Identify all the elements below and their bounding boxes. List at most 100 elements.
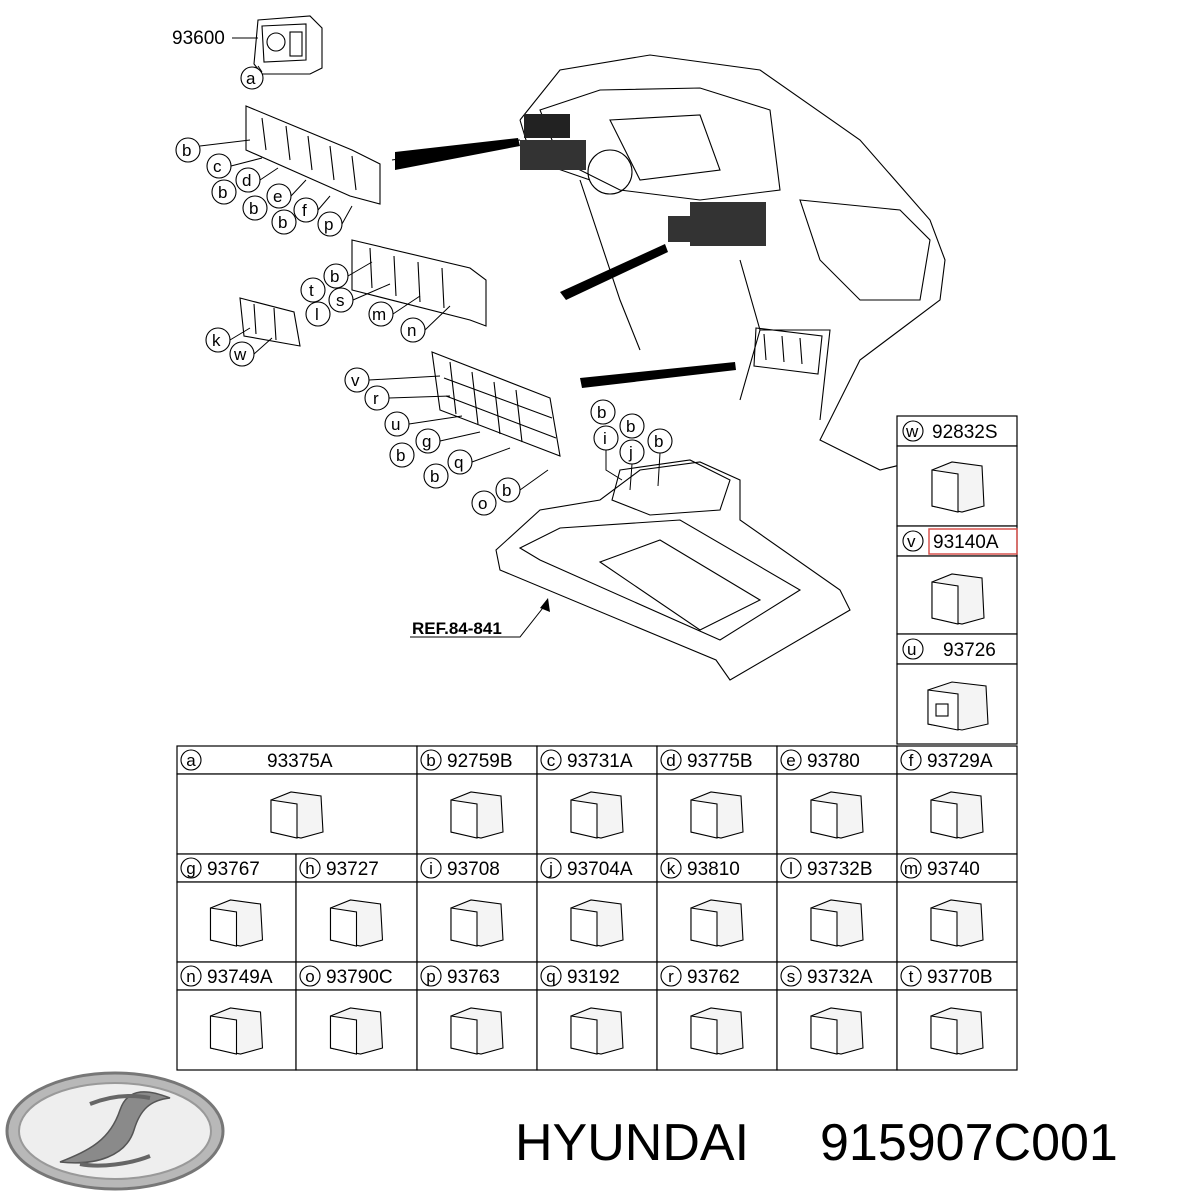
part-code: 93780 xyxy=(807,751,860,772)
part-code: 93763 xyxy=(447,967,500,988)
part-code: 93708 xyxy=(447,859,500,880)
part-letter: d xyxy=(666,751,675,770)
switch-icon xyxy=(450,1007,504,1055)
switch-icon xyxy=(927,681,989,731)
part-cell-f: f 93729A xyxy=(896,745,1018,855)
part-code: 93767 xyxy=(207,859,260,880)
part-letter: a xyxy=(186,751,196,770)
svg-text:l: l xyxy=(315,305,319,324)
svg-text:92832S: 92832S xyxy=(932,422,998,443)
svg-text:s: s xyxy=(336,291,345,310)
part-letter: m xyxy=(904,859,918,878)
svg-text:j: j xyxy=(628,443,633,462)
svg-text:b: b xyxy=(626,417,635,436)
part-code: 93740 xyxy=(927,859,980,880)
svg-text:w: w xyxy=(233,345,247,364)
part-code: 93704A xyxy=(567,859,633,880)
svg-text:b: b xyxy=(396,446,405,465)
part-letter: o xyxy=(305,967,314,986)
part-cell-k: k 93810 xyxy=(656,853,778,963)
part-cell-p: p 93763 xyxy=(416,961,538,1071)
part-letter: r xyxy=(668,967,674,986)
brand-name: HYUNDAI xyxy=(515,1114,749,1172)
switch-panel-middle xyxy=(351,239,668,327)
part-letter: i xyxy=(429,859,433,878)
switch-icon xyxy=(209,899,264,947)
part-letter: f xyxy=(909,751,914,770)
side-parts-column: w 92832S v 93140A u 93726 xyxy=(896,415,1018,745)
highlight-box xyxy=(928,528,1018,555)
part-cell-b: b 92759B xyxy=(416,745,538,855)
top-part-letter: a xyxy=(246,69,256,88)
svg-text:b: b xyxy=(278,213,287,232)
svg-text:b: b xyxy=(430,467,439,486)
top-part-93600: 93600 a xyxy=(172,15,323,90)
part-letter: b xyxy=(426,751,435,770)
svg-text:i: i xyxy=(603,429,607,448)
part-letter: e xyxy=(786,751,795,770)
part-cell-m: m 93740 xyxy=(896,853,1018,963)
part-cell-e: e 93780 xyxy=(776,745,898,855)
switch-panel-upper xyxy=(245,105,521,205)
part-code: 93762 xyxy=(687,967,740,988)
svg-text:93726: 93726 xyxy=(943,640,996,661)
svg-text:o: o xyxy=(478,494,487,513)
svg-text:b: b xyxy=(330,267,339,286)
part-cell-c: c 93731A xyxy=(536,745,658,855)
part-code: 93729A xyxy=(927,751,993,772)
part-code: 92759B xyxy=(447,751,513,772)
switch-icon xyxy=(930,899,984,947)
svg-text:93140A: 93140A xyxy=(933,532,999,553)
switch-icon xyxy=(930,791,984,839)
switch-icon xyxy=(810,899,864,947)
svg-text:c: c xyxy=(213,157,222,176)
svg-text:e: e xyxy=(273,187,282,206)
part-letter: k xyxy=(667,859,676,878)
part-cell-i: i 93708 xyxy=(416,853,538,963)
svg-text:b: b xyxy=(218,183,227,202)
svg-text:b: b xyxy=(249,199,258,218)
switch-icon xyxy=(450,791,504,839)
switch-icon xyxy=(329,1007,384,1055)
part-letter: n xyxy=(186,967,195,986)
svg-text:n: n xyxy=(407,321,416,340)
svg-text:w: w xyxy=(905,422,919,441)
part-letter: h xyxy=(305,859,314,878)
switch-icon xyxy=(209,1007,264,1055)
switch-icon xyxy=(931,461,985,513)
part-code: 93732A xyxy=(807,967,873,988)
top-part-code: 93600 xyxy=(172,28,225,49)
svg-text:b: b xyxy=(182,141,191,160)
ref-label: REF.84-841 xyxy=(412,619,502,638)
part-code: 93727 xyxy=(326,859,379,880)
svg-text:p: p xyxy=(324,215,333,234)
part-code: 93810 xyxy=(687,859,740,880)
switch-icon xyxy=(690,791,744,839)
switch-icon xyxy=(329,899,384,947)
svg-text:k: k xyxy=(212,331,221,350)
svg-text:v: v xyxy=(907,532,916,551)
footer: HYUNDAI 915907C001 xyxy=(5,1071,1118,1191)
part-code: 93775B xyxy=(687,751,753,772)
svg-text:r: r xyxy=(373,389,379,408)
part-number: 915907C001 xyxy=(820,1114,1118,1172)
part-letter: c xyxy=(547,751,556,770)
side-part-w: w 92832S xyxy=(902,420,998,443)
part-code: 93732B xyxy=(807,859,873,880)
svg-text:u: u xyxy=(907,640,916,659)
switch-panel-small xyxy=(239,297,301,347)
part-letter: q xyxy=(546,967,555,986)
switch-icon xyxy=(570,1007,624,1055)
part-letter: p xyxy=(426,967,435,986)
svg-text:u: u xyxy=(391,415,400,434)
part-code: 93731A xyxy=(567,751,633,772)
switch-icon xyxy=(570,899,624,947)
svg-text:m: m xyxy=(372,305,386,324)
